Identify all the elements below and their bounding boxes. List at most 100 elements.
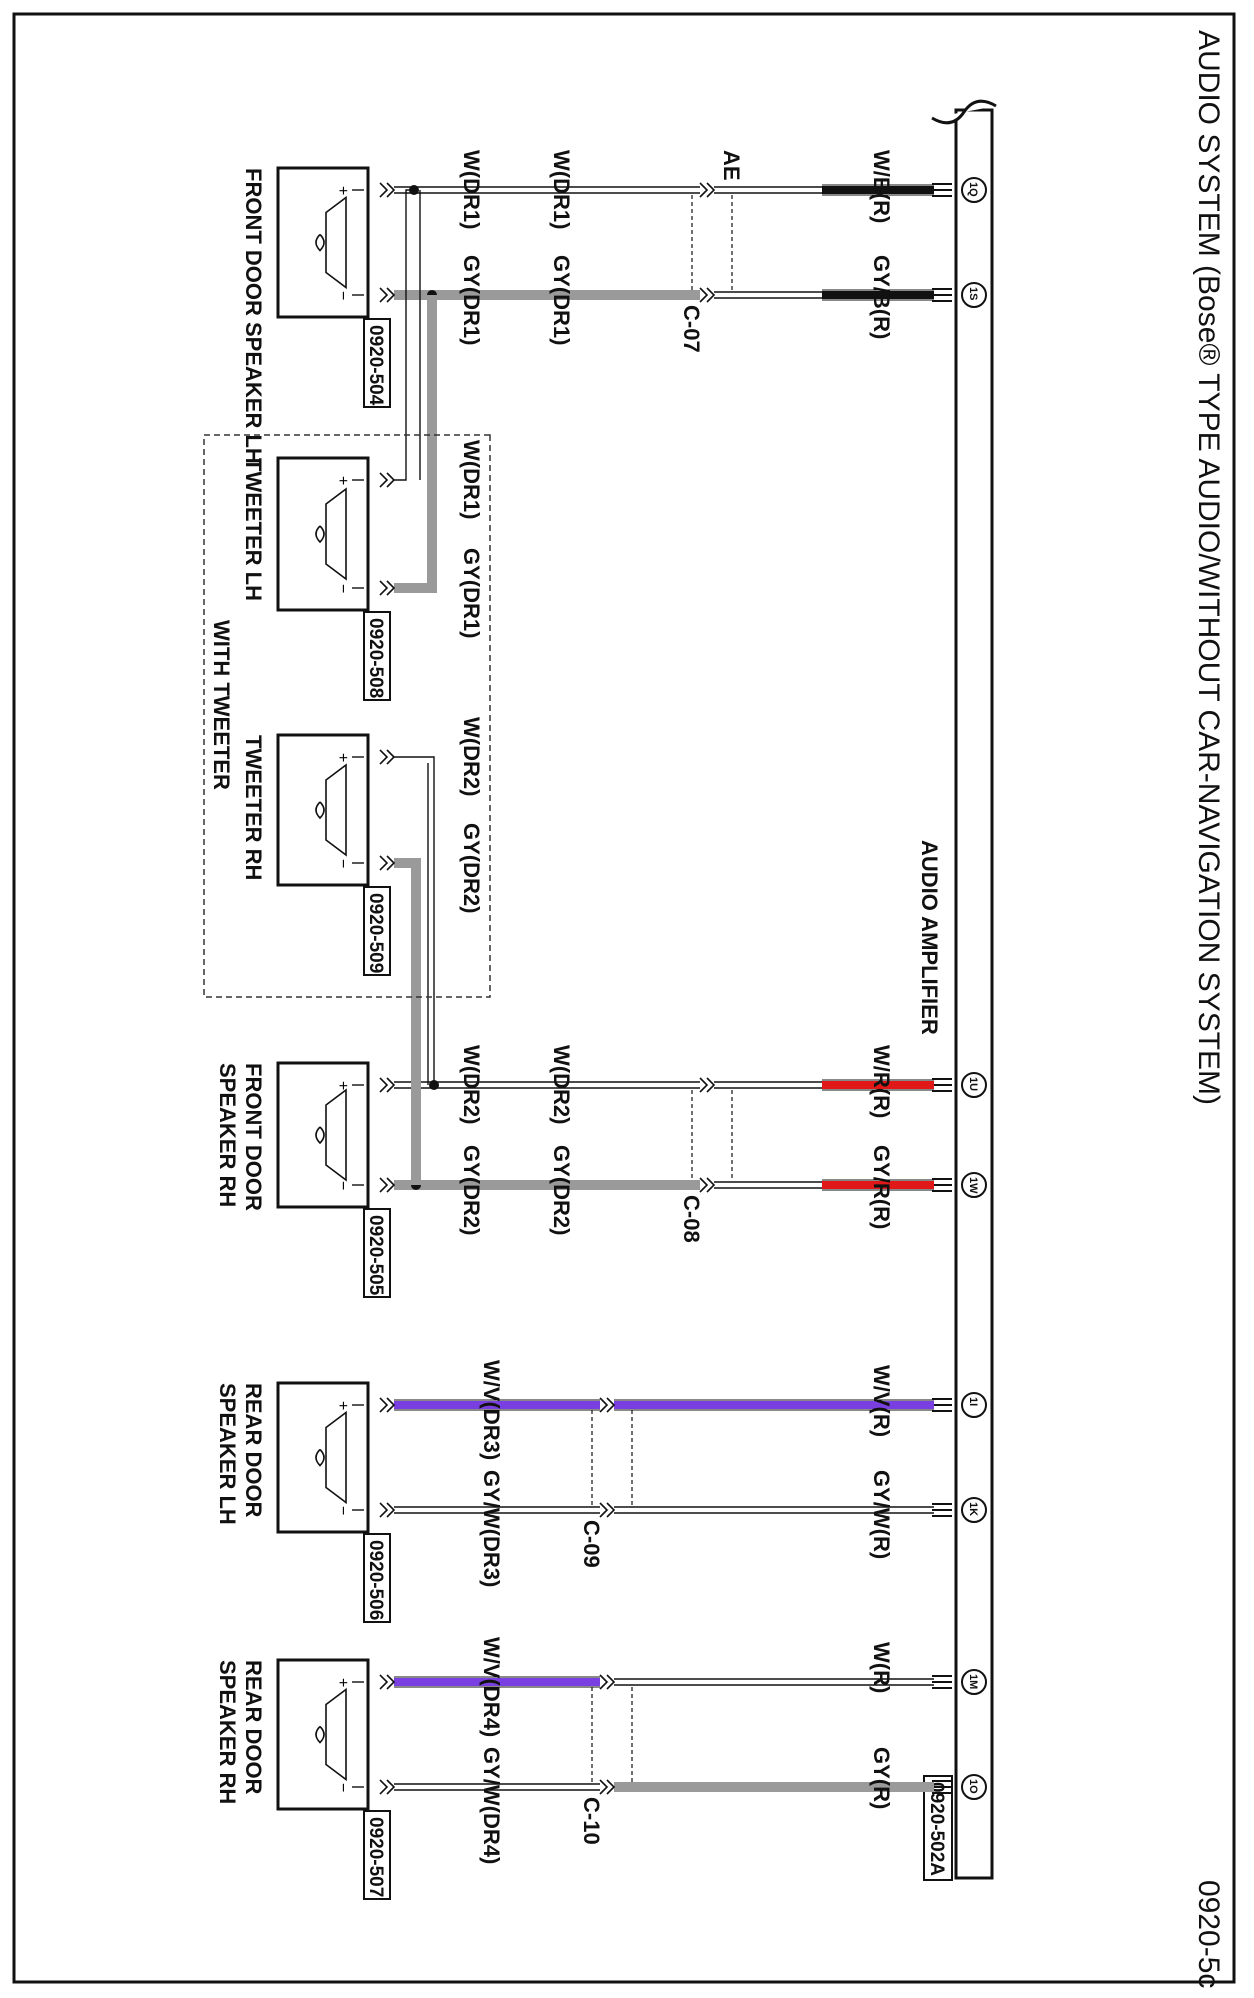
amp-wire-label: GY/W(R) — [869, 1470, 894, 1559]
speaker-code: 0920-506 — [365, 1540, 386, 1620]
pin-circle — [961, 282, 987, 308]
speaker-wire-label: W(DR1) — [459, 440, 484, 519]
speaker-coil — [315, 1725, 325, 1744]
amp-wire-label: W/V(R) — [869, 1365, 894, 1437]
tweeter-branch — [394, 858, 421, 1185]
speaker-wire-labels: W(DR1) GY(DR1) W(DR1) GY(DR1) W(DR2) GY(… — [459, 150, 504, 1864]
amp-wire-label: GY(R) — [869, 1747, 894, 1809]
speaker-terminal — [379, 1077, 396, 1093]
speaker-name: FRONT DOOR SPEAKER LH — [241, 168, 266, 464]
speaker-name: TWEETER RH — [241, 735, 266, 880]
speaker-terminal — [379, 182, 396, 198]
speaker-terminal — [379, 1779, 396, 1795]
speaker-wire-label: W/V(DR3) — [479, 1360, 504, 1460]
speaker-coil — [315, 1126, 325, 1145]
mid-wire-label: GY(DR1) — [549, 255, 574, 345]
pin-1Q: 1Q — [967, 182, 979, 197]
mid-wire-labels: W(DR1) GY(DR1) W(DR2) GY(DR2) — [549, 150, 574, 1235]
shield-label: AE — [719, 150, 744, 181]
speaker-terminal — [379, 1674, 396, 1690]
speaker-wire-label: W(DR2) — [459, 1045, 484, 1124]
pin-1K: 1K — [967, 1502, 979, 1516]
pin-1S: 1S — [967, 287, 979, 300]
speaker-cone — [325, 763, 347, 857]
page-code: 0920-5c — [1192, 1880, 1225, 1988]
pin-circle — [961, 1072, 987, 1098]
speaker-name-line2: SPEAKER RH — [215, 1063, 240, 1207]
speaker-coil — [315, 233, 325, 252]
speaker-cone — [325, 195, 347, 290]
audio-amplifier: AUDIO AMPLIFIER 0920-502A — [917, 99, 997, 1881]
speaker-coil — [315, 1448, 325, 1467]
speaker-wire-label: W(DR1) — [459, 150, 484, 229]
page-frame — [12, 12, 1236, 1984]
speaker-terminal — [379, 287, 396, 303]
minus-sign: − — [334, 1506, 351, 1515]
amp-wire-label: GY/R(R) — [869, 1145, 894, 1229]
plus-sign: + — [334, 753, 351, 762]
plus-sign: + — [334, 1401, 351, 1410]
mid-wire-label: W(DR1) — [549, 150, 574, 229]
pin-1O: 1O — [967, 1779, 979, 1794]
speaker-code-box — [363, 1810, 391, 1900]
pin-circle — [961, 1497, 987, 1523]
mid-wire-label: GY(DR2) — [549, 1145, 574, 1235]
plus-sign: + — [334, 186, 351, 195]
amp-wire-label: W(R) — [869, 1642, 894, 1693]
wire-layer — [379, 177, 987, 1800]
pin-1M: 1M — [967, 1674, 979, 1689]
tweeter-branch — [394, 189, 414, 481]
speaker-wire-label: GY/W(DR3) — [479, 1470, 504, 1587]
speaker-name: TWEETER LH — [241, 458, 266, 601]
speaker-code: 0920-509 — [365, 893, 386, 973]
speaker-code: 0920-505 — [365, 1215, 386, 1296]
speaker-front-door-lh: + − FRONT DOOR SPEAKER LH 0920-504 — [241, 166, 391, 464]
speaker-wire-label: GY(DR1) — [459, 548, 484, 638]
amplifier-break — [931, 99, 997, 125]
connector-c08: C-08 — [679, 1195, 704, 1243]
mid-wire-label: W(DR2) — [549, 1045, 574, 1124]
connector-c07: C-07 — [679, 305, 704, 353]
connector-chevron — [599, 1779, 616, 1795]
speaker-terminal — [379, 1177, 396, 1193]
connector-chevron — [599, 1397, 616, 1413]
speaker-terminal — [379, 580, 396, 596]
speaker-terminal — [379, 1502, 396, 1518]
minus-sign: − — [334, 1181, 351, 1190]
minus-sign: − — [334, 859, 351, 868]
speaker-code-box — [363, 611, 391, 701]
tweeter-branch — [394, 756, 435, 1085]
minus-sign: − — [334, 291, 351, 300]
speaker-code-box — [363, 1533, 391, 1623]
pin-circle — [961, 1774, 987, 1800]
amplifier-label: AUDIO AMPLIFIER — [917, 840, 942, 1035]
connector-chevron — [699, 1177, 716, 1193]
diagram-title: AUDIO SYSTEM (Bose® TYPE AUDIO/WITHOUT C… — [1192, 30, 1225, 1105]
speaker-wire-label: GY/W(DR4) — [479, 1747, 504, 1864]
speaker-code-box — [363, 318, 391, 408]
speaker-code: 0920-507 — [365, 1817, 386, 1897]
speaker-cone — [325, 487, 347, 581]
plus-sign: + — [334, 1678, 351, 1687]
pin-1I: 1I — [967, 1397, 979, 1406]
pin-layer: 1Q 1S 1U 1W 1I 1K 1M 1O — [967, 182, 979, 1794]
speaker-code: 0920-504 — [365, 325, 386, 406]
connector-chevron — [699, 182, 716, 198]
speaker-terminal — [379, 472, 396, 488]
speaker-box — [276, 456, 370, 612]
pin-1W: 1W — [967, 1177, 979, 1194]
speaker-name-line2: SPEAKER LH — [215, 1383, 240, 1525]
speaker-terminal — [379, 1397, 396, 1413]
tweeter-branch — [394, 295, 437, 593]
connector-c09: C-09 — [579, 1520, 604, 1568]
plus-sign: + — [334, 476, 351, 485]
connector-chevron — [699, 287, 716, 303]
